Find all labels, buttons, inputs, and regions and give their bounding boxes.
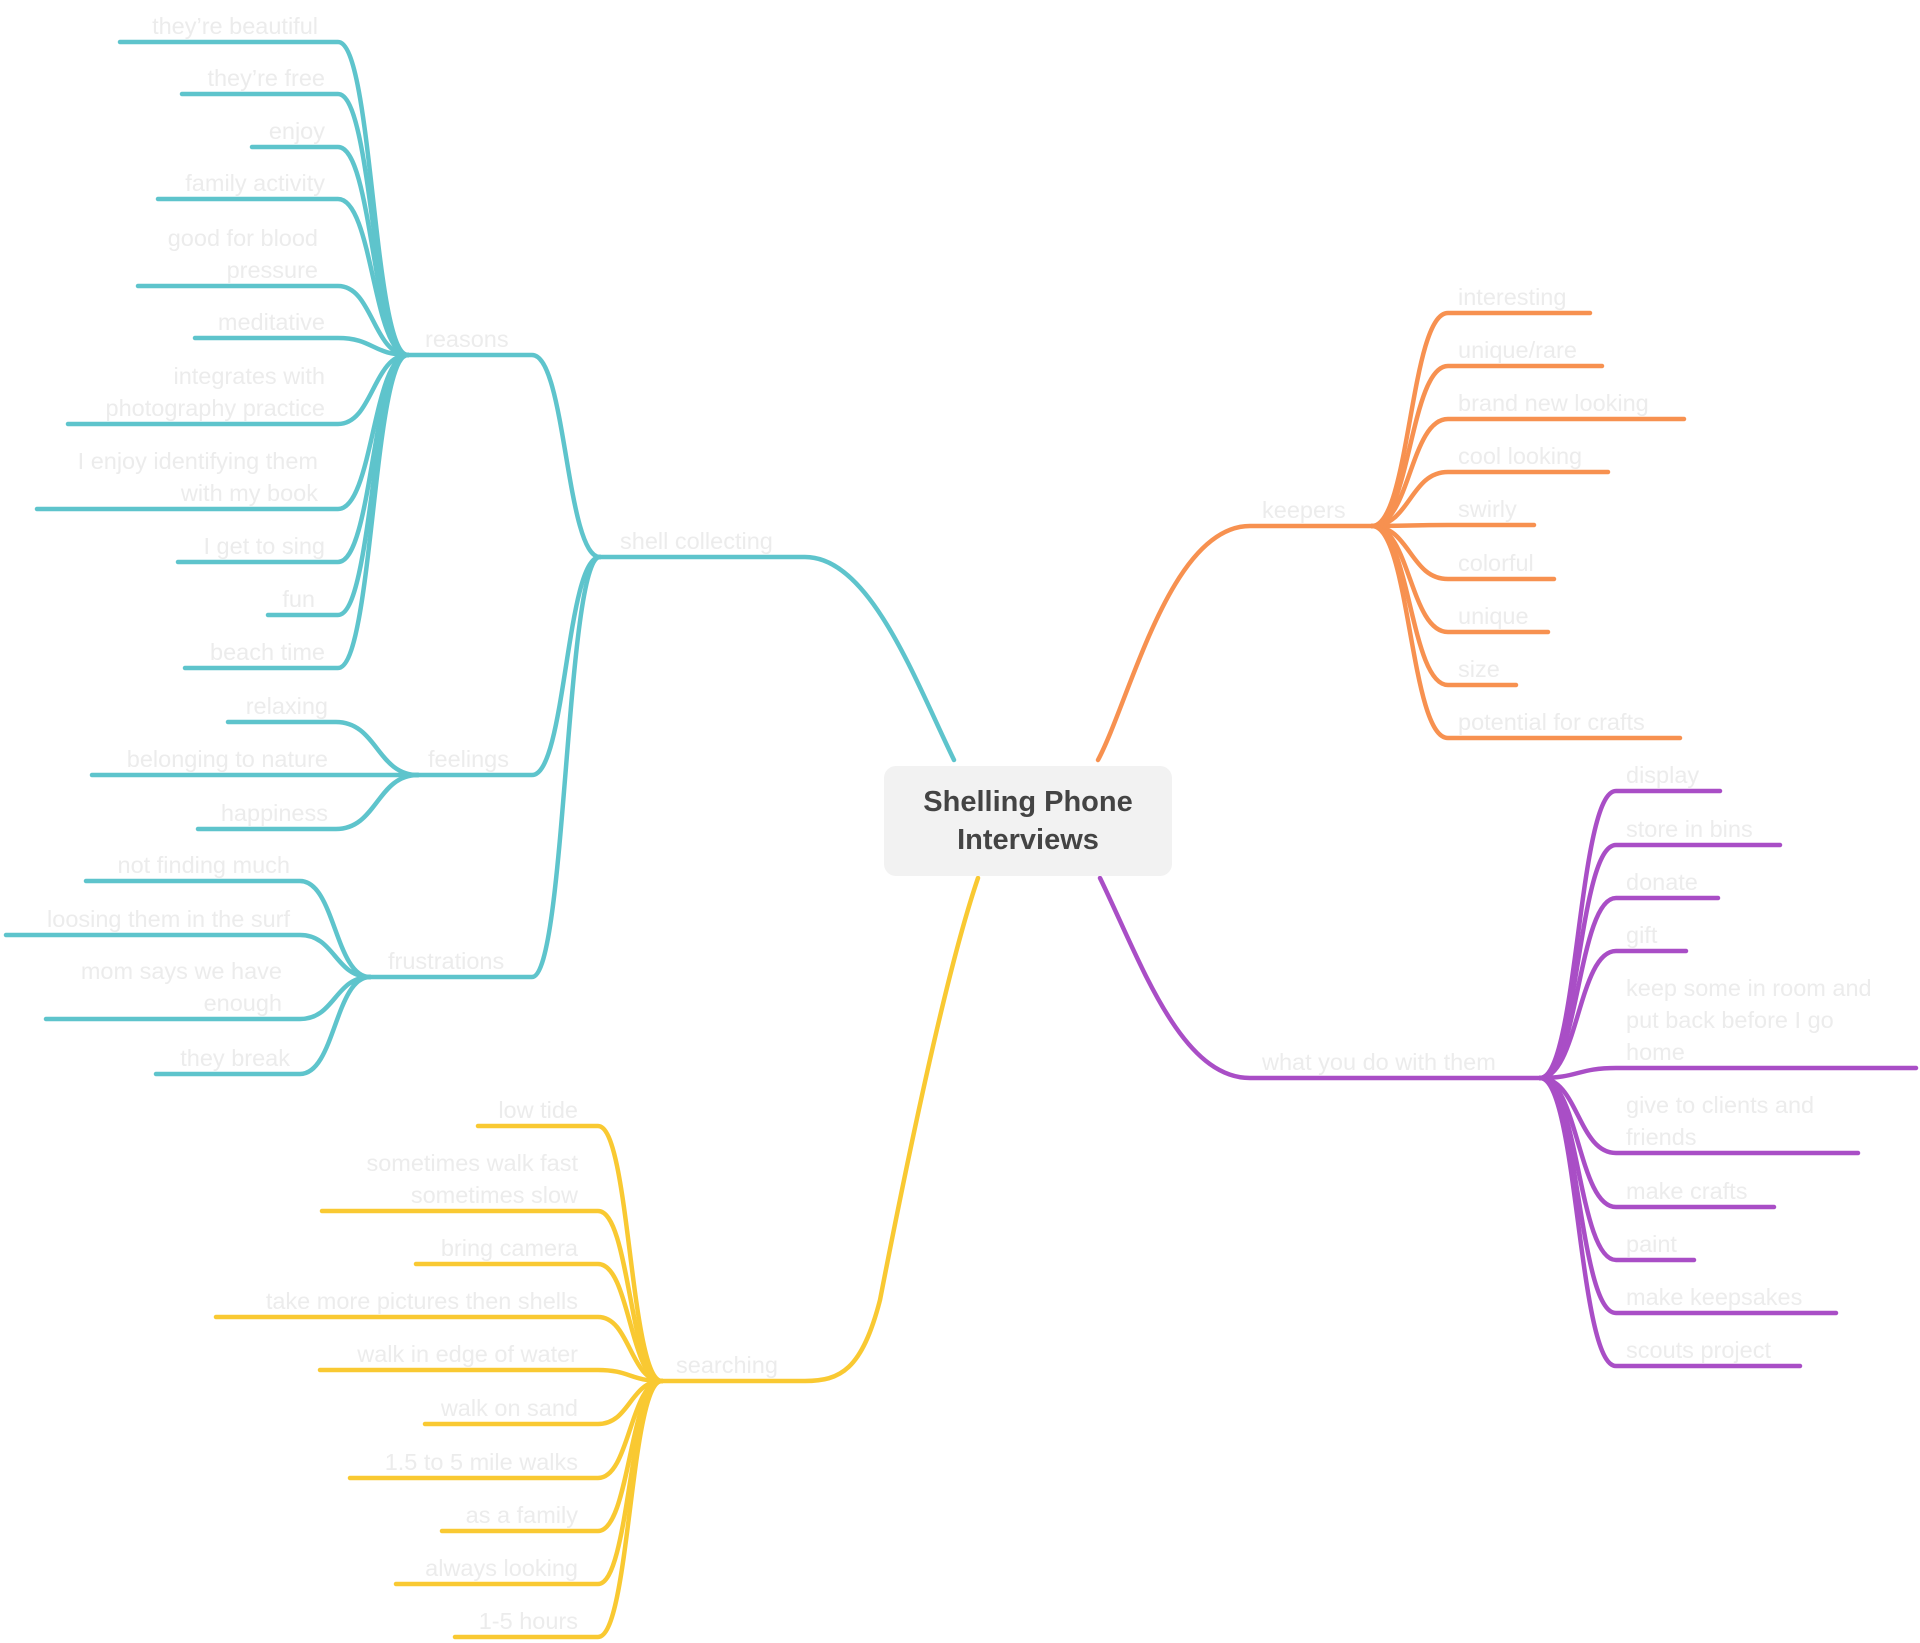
leaf-line-swirly xyxy=(1369,522,1537,529)
leaf-fun[interactable]: fun xyxy=(282,586,315,612)
leaf-line-good-for-blood-pressure xyxy=(135,283,411,358)
leaf-store-in-bins[interactable]: store in bins xyxy=(1626,816,1753,842)
leaf-enjoy[interactable]: enjoy xyxy=(269,118,325,144)
leaf-they-break[interactable]: they break xyxy=(180,1045,290,1071)
leaf-make-crafts[interactable]: make crafts xyxy=(1626,1178,1747,1204)
leaf-make-keepsakes[interactable]: make keepsakes xyxy=(1626,1284,1802,1310)
leaf-display[interactable]: display xyxy=(1626,762,1699,788)
leaf-not-finding-much[interactable]: not finding much xyxy=(118,852,290,878)
leaf-line-keep-some-in-room-and-put-back-before-i- xyxy=(1537,1065,1919,1081)
leaf-swirly[interactable]: swirly xyxy=(1458,496,1517,522)
leaf-they-re-free[interactable]: they’re free xyxy=(207,65,325,91)
leaf-line-loosing-them-in-the-surf xyxy=(3,932,373,980)
leaf-line-potential-for-crafts xyxy=(1369,523,1683,741)
leaf-unique-rare[interactable]: unique/rare xyxy=(1458,337,1577,363)
branch-line-what-you-do-with-them xyxy=(1097,875,1543,1081)
branch-label-keepers[interactable]: keepers xyxy=(1262,497,1346,523)
leaf-happiness[interactable]: happiness xyxy=(221,800,328,826)
branch-line-reasons xyxy=(405,352,603,560)
leaf-line-scouts-project xyxy=(1537,1075,1803,1369)
leaf-line-meditative xyxy=(192,335,411,358)
branch-line-searching xyxy=(659,875,981,1384)
leaf-relaxing[interactable]: relaxing xyxy=(246,693,328,719)
leaf-line-low-tide xyxy=(475,1123,665,1384)
leaf-line-relaxing xyxy=(225,719,421,778)
leaf-line-cool-looking xyxy=(1369,469,1611,529)
leaf-gift[interactable]: gift xyxy=(1626,922,1658,948)
leaf-colorful[interactable]: colorful xyxy=(1458,550,1534,576)
branch-line-feelings xyxy=(405,554,603,778)
leaf-line-bring-camera xyxy=(413,1261,665,1384)
topic-reasons[interactable]: reasons xyxy=(425,326,509,352)
central-topic-title: Shelling Phone Interviews xyxy=(923,786,1133,856)
leaf-as-a-family[interactable]: as a family xyxy=(466,1502,579,1528)
leaf-scouts-project[interactable]: scouts project xyxy=(1626,1337,1771,1363)
leaf-bring-camera[interactable]: bring camera xyxy=(441,1235,579,1261)
leaf-i-get-to-sing[interactable]: I get to sing xyxy=(204,533,326,559)
leaf-low-tide[interactable]: low tide xyxy=(498,1097,578,1123)
leaf-take-more-pictures-then-shells[interactable]: take more pictures then shells xyxy=(266,1288,578,1314)
leaf-potential-for-crafts[interactable]: potential for crafts xyxy=(1458,709,1645,735)
leaf-family-activity[interactable]: family activity xyxy=(185,170,325,196)
leaf-walk-on-sand[interactable]: walk on sand xyxy=(440,1395,578,1421)
topic-frustrations[interactable]: frustrations xyxy=(388,948,504,974)
leaf-line-walk-in-edge-of-water xyxy=(317,1367,665,1384)
leaf-unique[interactable]: unique xyxy=(1458,603,1529,629)
leaf-line-happiness xyxy=(195,772,421,832)
leaf-always-looking[interactable]: always looking xyxy=(425,1555,578,1581)
leaf-line-not-finding-much xyxy=(83,878,373,980)
leaf-line-brand-new-looking xyxy=(1369,416,1687,529)
leaf-meditative[interactable]: meditative xyxy=(218,309,325,335)
leaf-1-5-to-5-mile-walks[interactable]: 1.5 to 5 mile walks xyxy=(385,1449,578,1475)
leaf-1-5-hours[interactable]: 1-5 hours xyxy=(479,1608,578,1634)
leaf-paint[interactable]: paint xyxy=(1626,1231,1677,1257)
leaf-line-family-activity xyxy=(155,196,411,358)
leaf-they-re-beautiful[interactable]: they’re beautiful xyxy=(152,13,318,39)
leaf-beach-time[interactable]: beach time xyxy=(210,639,325,665)
leaf-line-1-5-hours xyxy=(452,1378,665,1640)
branch-label-searching[interactable]: searching xyxy=(676,1352,778,1378)
central-topic[interactable]: Shelling Phone Interviews xyxy=(884,766,1172,876)
leaf-line-gift xyxy=(1537,948,1689,1081)
branch-line-frustrations xyxy=(367,554,603,980)
branch-line-keepers xyxy=(1095,523,1375,763)
branch-label-what-you-do-with-them[interactable]: what you do with them xyxy=(1261,1049,1496,1075)
branch-line-shell-collecting xyxy=(597,554,957,763)
topic-feelings[interactable]: feelings xyxy=(428,746,509,772)
leaf-cool-looking[interactable]: cool looking xyxy=(1458,443,1582,469)
leaf-size[interactable]: size xyxy=(1458,656,1500,682)
leaf-loosing-them-in-the-surf[interactable]: loosing them in the surf xyxy=(47,906,290,932)
leaf-interesting[interactable]: interesting xyxy=(1458,284,1566,310)
leaf-donate[interactable]: donate xyxy=(1626,869,1698,895)
leaf-brand-new-looking[interactable]: brand new looking xyxy=(1458,390,1649,416)
leaf-walk-in-edge-of-water[interactable]: walk in edge of water xyxy=(356,1341,578,1367)
leaf-line-they-break xyxy=(153,974,373,1077)
leaf-line-take-more-pictures-then-shells xyxy=(213,1314,665,1384)
leaf-line-beach-time xyxy=(182,352,411,671)
leaf-belonging-to-nature[interactable]: belonging to nature xyxy=(127,746,328,772)
branch-label-shell-collecting[interactable]: shell collecting xyxy=(620,528,773,554)
